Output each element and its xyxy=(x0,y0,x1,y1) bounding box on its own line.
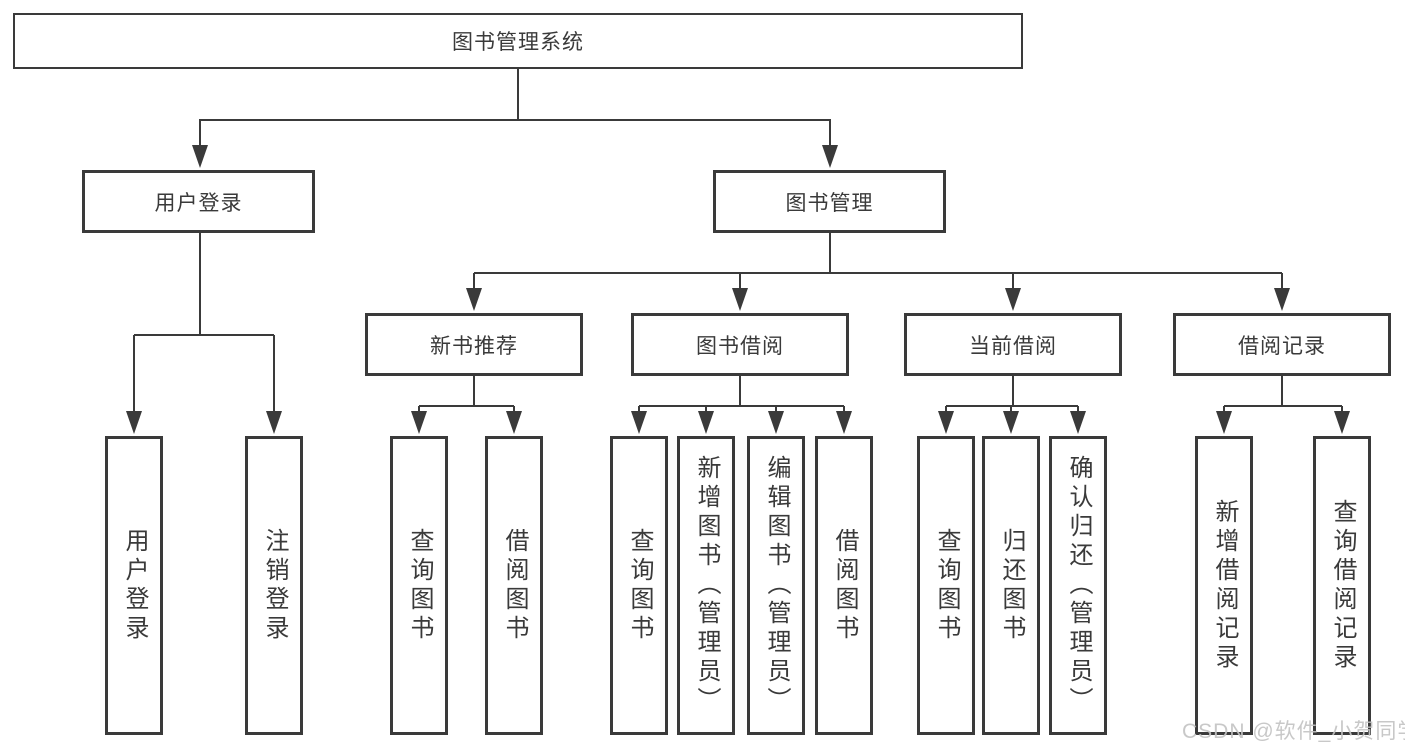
node-book-borrowing: 图书借阅 xyxy=(631,313,849,376)
leaf-user-login: 用户登录 xyxy=(105,436,163,735)
leaf-query-books-recommend: 查询图书 xyxy=(390,436,448,735)
leaf-add-borrow-record: 新增借阅记录 xyxy=(1195,436,1253,735)
node-new-book-recommendation: 新书推荐 xyxy=(365,313,583,376)
node-label: 图书管理 xyxy=(785,191,874,215)
node-user-login: 用户登录 xyxy=(82,170,315,233)
node-label: 图书借阅 xyxy=(696,334,784,358)
leaf-logout: 注销登录 xyxy=(245,436,303,735)
node-library-management-system: 图书管理系统 xyxy=(13,13,1023,69)
leaf-label: 查询图书 xyxy=(406,527,433,644)
leaf-borrow-books-borrowing: 借阅图书 xyxy=(815,436,873,735)
leaf-add-books-admin: 新增图书（管理员） xyxy=(677,436,735,735)
node-borrowing-records: 借阅记录 xyxy=(1173,313,1391,376)
leaf-label: 新增图书（管理员） xyxy=(693,455,720,716)
leaf-label: 编辑图书（管理员） xyxy=(763,455,790,716)
leaf-label: 借阅图书 xyxy=(501,527,528,644)
node-current-borrowing: 当前借阅 xyxy=(904,313,1122,376)
node-label: 图书管理系统 xyxy=(452,31,584,54)
arrowheads xyxy=(126,145,1350,434)
leaf-borrow-books-recommend: 借阅图书 xyxy=(485,436,543,735)
node-book-management: 图书管理 xyxy=(713,170,946,233)
node-label: 用户登录 xyxy=(154,191,243,215)
leaf-label: 确认归还（管理员） xyxy=(1065,455,1092,716)
leaf-label: 注销登录 xyxy=(261,527,288,644)
leaf-query-books-borrowing: 查询图书 xyxy=(610,436,668,735)
leaf-label: 查询图书 xyxy=(626,527,653,644)
node-label: 借阅记录 xyxy=(1238,334,1326,358)
leaf-edit-books-admin: 编辑图书（管理员） xyxy=(747,436,805,735)
leaf-confirm-return-admin: 确认归还（管理员） xyxy=(1049,436,1107,735)
leaf-label: 新增借阅记录 xyxy=(1211,498,1238,673)
leaf-label: 借阅图书 xyxy=(831,527,858,644)
leaf-label: 归还图书 xyxy=(998,527,1025,644)
leaf-label: 查询图书 xyxy=(933,527,960,644)
leaf-return-books: 归还图书 xyxy=(982,436,1040,735)
csdn-watermark: CSDN @软件_小贺同学 xyxy=(1182,720,1405,743)
leaf-label: 用户登录 xyxy=(121,527,148,644)
leaf-query-books-current: 查询图书 xyxy=(917,436,975,735)
node-label: 新书推荐 xyxy=(430,334,518,358)
node-label: 当前借阅 xyxy=(969,334,1057,358)
leaf-label: 查询借阅记录 xyxy=(1329,498,1356,673)
leaf-query-borrow-record: 查询借阅记录 xyxy=(1313,436,1371,735)
